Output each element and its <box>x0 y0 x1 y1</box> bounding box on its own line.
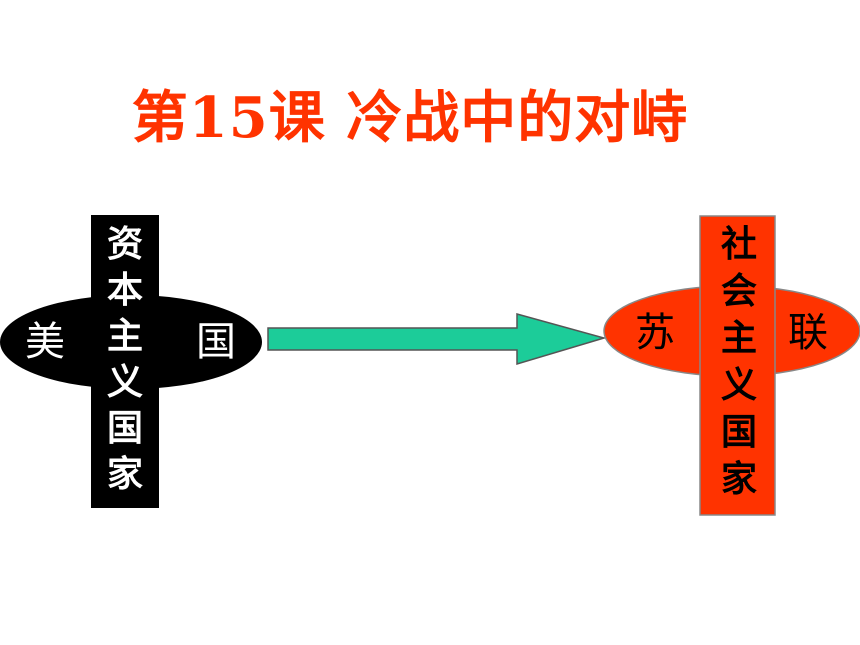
right-bloc-label: 社会主义国家 <box>721 224 757 500</box>
right-country-char-2: 联 <box>788 310 828 356</box>
right-country-char-1: 苏 <box>635 310 675 356</box>
right-vertical-bar <box>699 215 776 516</box>
left-bloc-label: 资本主义国家 <box>107 224 143 495</box>
slide-title: 第15课 冷战中的对峙 <box>131 85 689 151</box>
arrow <box>267 313 607 366</box>
right-bloc: 苏 联 社会主义国家 <box>603 215 860 516</box>
left-country-char-1: 美 <box>25 319 65 365</box>
left-bloc: 美 国 资本主义国家 <box>0 215 262 508</box>
left-vertical-bar <box>91 215 159 508</box>
left-country-char-2: 国 <box>196 319 236 365</box>
